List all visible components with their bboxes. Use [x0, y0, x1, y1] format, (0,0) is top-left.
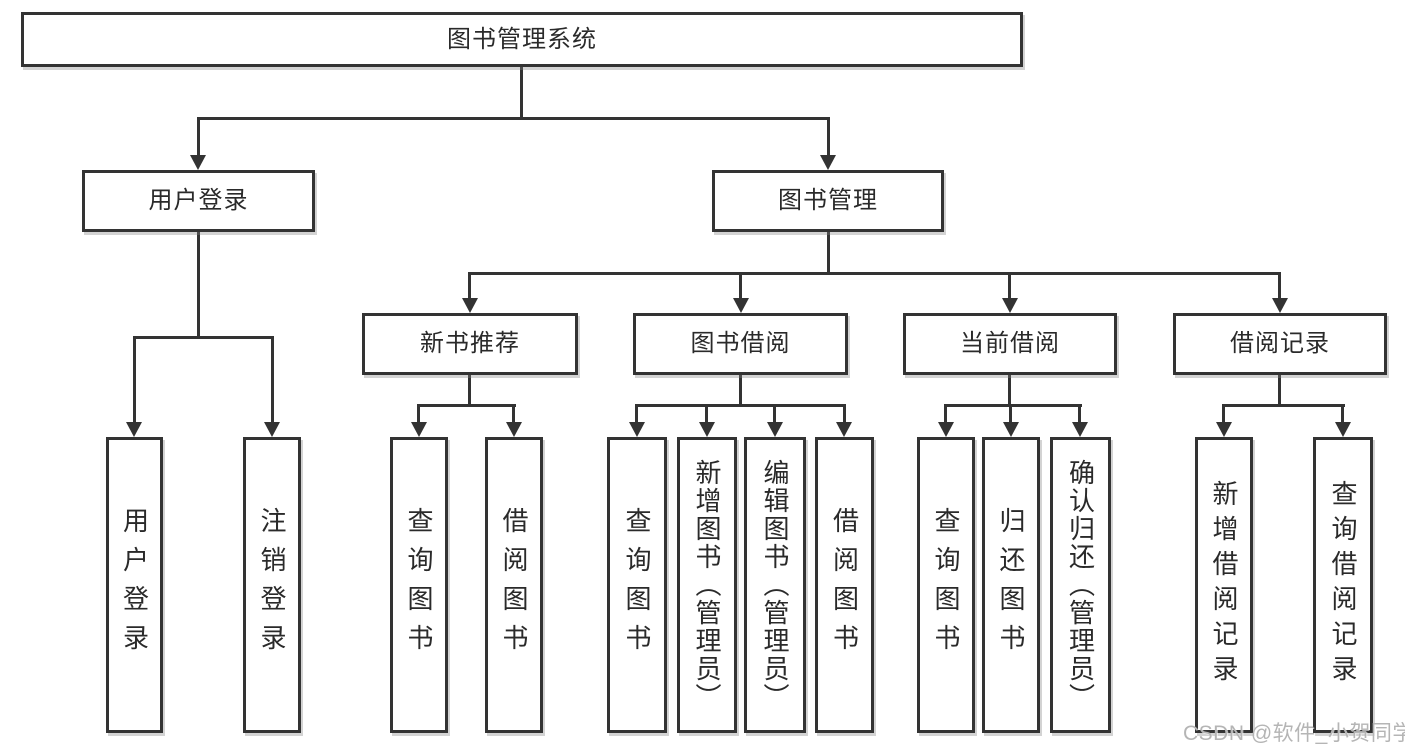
arrow-down-icon	[820, 155, 836, 170]
connector-line	[1222, 404, 1225, 424]
node-add-borrow-record: 新增借阅记录	[1195, 437, 1253, 733]
node-new-book-recommend: 新书推荐	[362, 313, 578, 375]
node-book-borrowing: 图书借阅	[633, 313, 848, 375]
connector-line	[197, 117, 200, 158]
connector-line	[133, 336, 136, 424]
arrow-down-icon	[411, 422, 427, 437]
arrow-down-icon	[1002, 298, 1018, 313]
connector-line	[1008, 272, 1011, 300]
connector-line	[197, 117, 830, 120]
connector-line	[512, 404, 515, 424]
node-user-login: 用户登录	[82, 170, 315, 232]
connector-line	[705, 404, 708, 424]
connector-line	[468, 272, 471, 300]
arrow-down-icon	[190, 155, 206, 170]
connector-line	[468, 272, 1281, 275]
connector-line	[843, 404, 846, 424]
connector-line	[271, 336, 274, 424]
arrow-down-icon	[1272, 298, 1288, 313]
node-query-books-borrowing: 查询图书	[607, 437, 667, 733]
node-user-login-action: 用户登录	[106, 437, 163, 733]
arrow-down-icon	[733, 298, 749, 313]
connector-line	[827, 117, 830, 158]
arrow-down-icon	[264, 422, 280, 437]
connector-line	[197, 232, 200, 338]
node-return-books: 归还图书	[982, 437, 1040, 733]
arrow-down-icon	[126, 422, 142, 437]
arrow-down-icon	[629, 422, 645, 437]
connector-line	[417, 404, 420, 424]
connector-line	[944, 404, 1082, 407]
connector-line	[1009, 404, 1012, 424]
connector-line	[417, 404, 516, 407]
connector-line	[1008, 375, 1011, 406]
connector-line	[1278, 375, 1281, 406]
connector-line	[1222, 404, 1345, 407]
node-book-management-system: 图书管理系统	[21, 12, 1023, 67]
node-confirm-return-admin: 确认归还（管理员）	[1050, 437, 1111, 733]
arrow-down-icon	[1003, 422, 1019, 437]
connector-line	[944, 404, 947, 424]
arrow-down-icon	[1335, 422, 1351, 437]
node-borrow-books-recommend: 借阅图书	[485, 437, 543, 733]
arrow-down-icon	[836, 422, 852, 437]
connector-line	[1341, 404, 1344, 424]
node-edit-book-admin: 编辑图书（管理员）	[744, 437, 806, 733]
connector-line	[468, 375, 471, 406]
connector-line	[1078, 404, 1081, 424]
node-logout-action: 注销登录	[243, 437, 301, 733]
node-borrow-books-borrowing: 借阅图书	[815, 437, 874, 733]
arrow-down-icon	[462, 298, 478, 313]
node-query-borrow-record: 查询借阅记录	[1313, 437, 1373, 733]
node-borrowing-records: 借阅记录	[1173, 313, 1387, 375]
connector-line	[1278, 272, 1281, 300]
connector-line	[133, 336, 274, 339]
node-query-books-current: 查询图书	[917, 437, 975, 733]
node-book-management: 图书管理	[712, 170, 944, 232]
node-current-borrowing: 当前借阅	[903, 313, 1117, 375]
connector-line	[635, 404, 846, 407]
connector-line	[635, 404, 638, 424]
arrow-down-icon	[1216, 422, 1232, 437]
node-query-books-recommend: 查询图书	[390, 437, 448, 733]
arrow-down-icon	[699, 422, 715, 437]
arrow-down-icon	[1072, 422, 1088, 437]
connector-line	[739, 375, 742, 406]
connector-line	[773, 404, 776, 424]
arrow-down-icon	[767, 422, 783, 437]
connector-line	[827, 232, 830, 275]
arrow-down-icon	[938, 422, 954, 437]
csdn-watermark: CSDN @软件_小贺同学	[1183, 722, 1405, 745]
node-add-book-admin: 新增图书（管理员）	[677, 437, 737, 733]
connector-line	[520, 67, 523, 118]
arrow-down-icon	[506, 422, 522, 437]
connector-line	[739, 272, 742, 300]
